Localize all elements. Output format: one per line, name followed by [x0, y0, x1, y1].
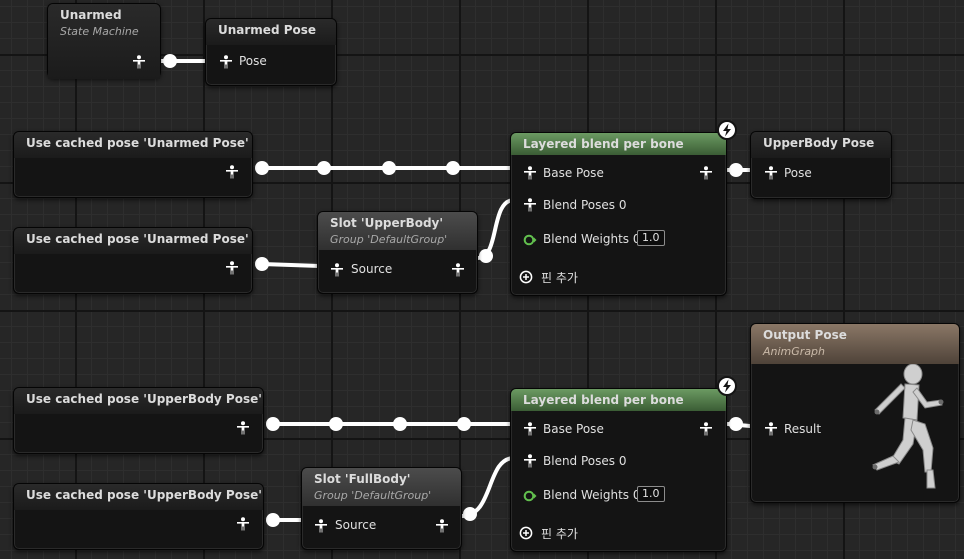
blend-weight-input[interactable]: 1.0: [637, 230, 665, 246]
node-slot-fullbody[interactable]: Slot 'FullBody' Group 'DefaultGroup' Sou…: [301, 467, 462, 550]
node-cached-pose-unarmed-2[interactable]: Use cached pose 'Unarmed Pose': [13, 227, 253, 294]
node-output-pose[interactable]: Output Pose AnimGraph Result: [750, 323, 960, 503]
node-header: Layered blend per bone: [511, 389, 726, 411]
node-cached-pose-upperbody-2[interactable]: Use cached pose 'UpperBody Pose': [13, 483, 264, 550]
add-pin-button[interactable]: 핀 추가: [541, 527, 578, 541]
wire-knot: [317, 161, 331, 175]
wire-knot: [163, 54, 177, 68]
node-header: Slot 'FullBody' Group 'DefaultGroup': [302, 468, 461, 506]
pose-pin-icon[interactable]: [523, 422, 537, 436]
node-slot-upperbody[interactable]: Slot 'UpperBody' Group 'DefaultGroup' So…: [317, 211, 478, 294]
node-cached-pose-upperbody-1[interactable]: Use cached pose 'UpperBody Pose': [13, 387, 264, 454]
pin-label: Blend Weights 0: [543, 232, 641, 246]
node-header: Slot 'UpperBody' Group 'DefaultGroup': [318, 212, 477, 250]
node-header: Use cached pose 'Unarmed Pose': [14, 132, 252, 158]
wire-knot: [479, 249, 493, 263]
pin-label: Blend Poses 0: [543, 454, 627, 468]
pose-pin-icon[interactable]: [314, 519, 328, 533]
wire-knot: [457, 417, 471, 431]
node-subtitle: Group 'DefaultGroup': [330, 233, 448, 246]
node-subtitle: State Machine: [60, 25, 139, 38]
pose-pin-icon[interactable]: [236, 421, 250, 435]
wire-knot: [255, 161, 269, 175]
wire-knot: [446, 161, 460, 175]
wire-knot: [382, 161, 396, 175]
wire-blend2-to-output: [726, 422, 752, 428]
node-title: Layered blend per bone: [523, 137, 684, 151]
pose-pin-icon[interactable]: [435, 519, 449, 533]
node-header: Unarmed Pose: [206, 19, 336, 45]
pose-pin-icon[interactable]: [225, 165, 239, 179]
pin-label: Base Pose: [543, 166, 604, 180]
node-subtitle: Group 'DefaultGroup': [314, 489, 432, 502]
node-unarmed-state-machine[interactable]: Unarmed State Machine: [47, 3, 161, 79]
add-pin-button[interactable]: 핀 추가: [541, 271, 578, 285]
wire-knot: [266, 417, 280, 431]
node-subtitle: AnimGraph: [763, 345, 826, 358]
node-title: Layered blend per bone: [523, 393, 684, 407]
pin-label: Result: [784, 422, 822, 436]
wire-slot-upper-to-blend1: [476, 198, 516, 260]
node-title: Use cached pose 'Unarmed Pose': [26, 232, 249, 246]
node-title: UpperBody Pose: [763, 136, 875, 150]
node-header: Use cached pose 'UpperBody Pose': [14, 388, 263, 414]
blend-weight-input[interactable]: 1.0: [637, 486, 665, 502]
pin-label: Source: [335, 518, 377, 532]
wire-knot: [729, 417, 743, 431]
wire-knot: [255, 257, 269, 271]
running-mannequin-icon: [847, 363, 953, 492]
add-pin-icon[interactable]: [519, 526, 533, 540]
pose-pin-icon[interactable]: [699, 422, 713, 436]
pose-pin-icon[interactable]: [132, 55, 146, 69]
node-upperbody-pose[interactable]: UpperBody Pose Pose: [750, 131, 892, 199]
pin-label: Blend Poses 0: [543, 198, 627, 212]
node-title: Use cached pose 'UpperBody Pose': [26, 488, 262, 502]
node-layered-blend-1[interactable]: Layered blend per bone Base Pose Blend P…: [510, 132, 727, 296]
wire-knot: [393, 417, 407, 431]
node-header: Use cached pose 'Unarmed Pose': [14, 228, 252, 254]
pin-label: Pose: [239, 54, 267, 68]
node-title: Use cached pose 'UpperBody Pose': [26, 392, 262, 406]
pose-pin-icon[interactable]: [523, 454, 537, 468]
fast-path-icon: [717, 376, 737, 396]
wire-slot-full-to-blend2: [460, 456, 516, 518]
float-pin-icon[interactable]: [523, 233, 537, 247]
wire-knot: [266, 513, 280, 527]
wire-knot: [463, 507, 477, 521]
node-cached-pose-unarmed-1[interactable]: Use cached pose 'Unarmed Pose': [13, 131, 253, 198]
node-header: Use cached pose 'UpperBody Pose': [14, 484, 263, 510]
pose-pin-icon[interactable]: [225, 261, 239, 275]
node-title: Slot 'UpperBody': [330, 216, 444, 230]
wire-knot: [729, 163, 743, 177]
node-title: Unarmed Pose: [218, 23, 317, 37]
pin-label: Base Pose: [543, 422, 604, 436]
node-layered-blend-2[interactable]: Layered blend per bone Base Pose Blend P…: [510, 388, 727, 552]
pin-label: Pose: [784, 166, 812, 180]
node-title: Unarmed: [60, 8, 122, 22]
node-header: Unarmed State Machine: [48, 4, 160, 79]
pose-pin-icon[interactable]: [699, 166, 713, 180]
pin-label: Blend Weights 0: [543, 488, 641, 502]
node-title: Use cached pose 'Unarmed Pose': [26, 136, 249, 150]
pose-pin-icon[interactable]: [764, 422, 778, 436]
add-pin-icon[interactable]: [519, 270, 533, 284]
pose-pin-icon[interactable]: [236, 517, 250, 531]
pin-label: Source: [351, 262, 393, 276]
wire-cache2-to-slot-upper: [260, 262, 322, 268]
float-pin-icon[interactable]: [523, 489, 537, 503]
node-header: UpperBody Pose: [751, 132, 891, 158]
node-header: Output Pose AnimGraph: [751, 324, 959, 364]
pose-pin-icon[interactable]: [523, 166, 537, 180]
node-header: Layered blend per bone: [511, 133, 726, 155]
node-unarmed-pose[interactable]: Unarmed Pose Pose: [205, 18, 337, 86]
pose-pin-icon[interactable]: [451, 263, 465, 277]
pose-pin-icon[interactable]: [330, 263, 344, 277]
node-title: Output Pose: [763, 328, 847, 342]
pose-pin-icon[interactable]: [523, 198, 537, 212]
pose-pin-icon[interactable]: [219, 55, 233, 69]
fast-path-icon: [717, 120, 737, 140]
wire-knot: [329, 417, 343, 431]
node-title: Slot 'FullBody': [314, 472, 411, 486]
pose-pin-icon[interactable]: [764, 166, 778, 180]
